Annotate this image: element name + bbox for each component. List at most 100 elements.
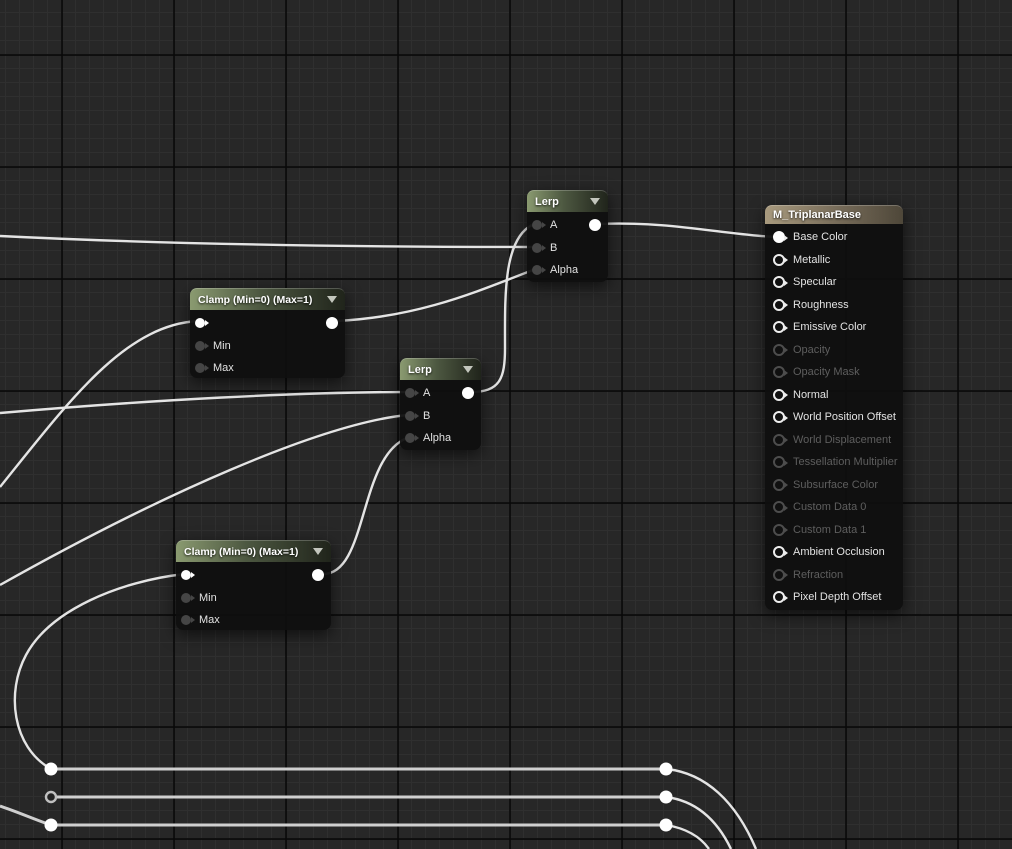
pin-value-input[interactable] [181,570,191,580]
collapse-arrow-icon[interactable] [327,296,337,303]
pin-world-position-offset[interactable] [773,411,785,423]
pin-row-a: A [527,214,608,237]
node-clamp-top[interactable]: Clamp (Min=0) (Max=1) Min Max [190,288,345,378]
pin-label: Pixel Depth Offset [793,591,881,603]
pin-label: Opacity Mask [793,366,860,378]
pin-row-alpha: Alpha [400,427,481,450]
reroute-node-1[interactable] [45,763,58,776]
pin-row-value [176,564,331,587]
pin-label: Min [199,592,217,604]
pin-label: Max [199,614,220,626]
pin-metallic[interactable] [773,254,785,266]
node-material-header[interactable]: M_TriplanarBase [765,205,903,224]
pin-a-input[interactable] [405,388,415,398]
pin-row-metallic: Metallic [765,249,903,272]
wire-bus-2-exit[interactable] [666,797,731,849]
pin-output[interactable] [326,317,338,329]
pin-value-input[interactable] [195,318,205,328]
node-title: Clamp (Min=0) (Max=1) [184,546,298,558]
pin-row-b: B [400,405,481,428]
pin-label: Subsurface Color [793,479,878,491]
node-lerp-top-header[interactable]: Lerp [527,190,608,212]
pin-min-input[interactable] [195,341,205,351]
pin-max-input[interactable] [181,615,191,625]
pin-specular[interactable] [773,276,785,288]
pin-row-base-color: Base Color [765,226,903,249]
node-title: Lerp [408,364,432,376]
pin-pixel-depth-offset[interactable] [773,591,785,603]
pin-label: A [550,219,557,231]
pin-label: Alpha [550,264,578,276]
reroute-node-2-hollow[interactable] [46,792,56,802]
pin-min-input[interactable] [181,593,191,603]
pin-b-input[interactable] [405,411,415,421]
node-clamp-bottom[interactable]: Clamp (Min=0) (Max=1) Min Max [176,540,331,630]
node-lerp-mid-header[interactable]: Lerp [400,358,481,380]
node-title: Clamp (Min=0) (Max=1) [198,294,312,306]
pin-row-custom-data-1: Custom Data 1 [765,519,903,542]
wire-bus-1-exit[interactable] [666,769,756,849]
pin-label: Normal [793,389,828,401]
wire-reroute1-to-clamp-bottom-in[interactable] [15,574,185,769]
collapse-arrow-icon[interactable] [590,198,600,205]
pin-row-alpha: Alpha [527,259,608,282]
pin-label: Max [213,362,234,374]
pin-label: B [550,242,557,254]
pin-row-specular: Specular [765,271,903,294]
wire-clamp-bottom-to-lerp-mid-alpha[interactable] [322,438,407,574]
pin-max-input[interactable] [195,363,205,373]
pin-row-tessellation-multiplier: Tessellation Multiplier [765,451,903,474]
reroute-node-3[interactable] [45,819,58,832]
pin-output[interactable] [462,387,474,399]
pin-world-displacement [773,434,785,446]
pin-row-ambient-occlusion: Ambient Occlusion [765,541,903,564]
wire-endpoint-right-1[interactable] [660,763,673,776]
pin-emissive-color[interactable] [773,321,785,333]
pin-normal[interactable] [773,389,785,401]
pin-output[interactable] [312,569,324,581]
pin-custom-data-1 [773,524,785,536]
wire-bus-3-exit[interactable] [666,825,709,849]
pin-row-b: B [527,237,608,260]
pin-label: B [423,410,430,422]
pin-alpha-input[interactable] [405,433,415,443]
wire-left-to-lerp-mid-a[interactable] [0,392,407,413]
collapse-arrow-icon[interactable] [313,548,323,555]
wire-bus-3[interactable] [0,806,666,825]
pin-row-opacity-mask: Opacity Mask [765,361,903,384]
pin-ambient-occlusion[interactable] [773,546,785,558]
node-clamp-bottom-header[interactable]: Clamp (Min=0) (Max=1) [176,540,331,562]
node-clamp-top-header[interactable]: Clamp (Min=0) (Max=1) [190,288,345,310]
wire-left-to-lerp-top-b[interactable] [0,236,533,247]
node-material-result[interactable]: M_TriplanarBase Base Color Metallic Spec… [765,205,903,610]
pin-row-min: Min [190,335,345,358]
pin-label: Alpha [423,432,451,444]
wire-endpoint-right-2[interactable] [660,791,673,804]
pin-base-color[interactable] [773,231,785,243]
collapse-arrow-icon[interactable] [463,366,473,373]
pin-alpha-input[interactable] [532,265,542,275]
pin-b-input[interactable] [532,243,542,253]
pin-label: World Position Offset [793,411,896,423]
pin-opacity [773,344,785,356]
wire-clamp-top-to-lerp-top-alpha[interactable] [336,270,533,321]
node-lerp-top[interactable]: Lerp A B Alpha [527,190,608,282]
node-title: Lerp [535,196,559,208]
pin-label: Min [213,340,231,352]
wire-lerp-mid-to-lerp-top-a[interactable] [472,225,532,392]
pin-row-world-displacement: World Displacement [765,429,903,452]
pin-label: Tessellation Multiplier [793,456,898,468]
pin-label: Roughness [793,299,849,311]
pin-label: Base Color [793,231,847,243]
node-lerp-mid[interactable]: Lerp A B Alpha [400,358,481,450]
pin-label: Specular [793,276,836,288]
pin-row-refraction: Refraction [765,564,903,587]
pin-row-a: A [400,382,481,405]
wire-endpoint-right-3[interactable] [660,819,673,832]
wire-lerp-top-to-base-color[interactable] [598,224,775,237]
pin-output[interactable] [589,219,601,231]
pin-a-input[interactable] [532,220,542,230]
pin-roughness[interactable] [773,299,785,311]
pin-row-max: Max [176,609,331,632]
